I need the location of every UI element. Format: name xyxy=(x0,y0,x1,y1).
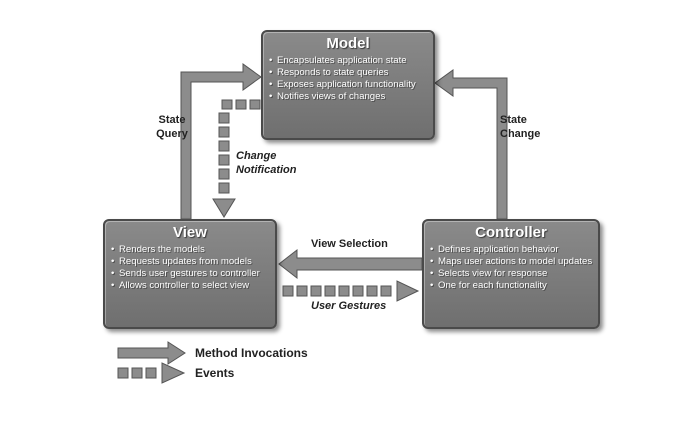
change-notification-arrow xyxy=(212,99,261,218)
user-gestures-label: User Gestures xyxy=(311,300,387,312)
controller-title: Controller xyxy=(475,224,547,241)
view-box: View Renders the models Requests updates… xyxy=(103,219,277,329)
model-items: Encapsulates application state Responds … xyxy=(263,55,433,103)
controller-item: Selects view for response xyxy=(430,268,594,280)
view-item: Requests updates from models xyxy=(111,256,271,268)
view-selection-label: View Selection xyxy=(311,238,388,250)
user-gestures-arrow xyxy=(282,280,420,302)
model-item: Encapsulates application state xyxy=(269,55,429,67)
controller-box: Controller Defines application behavior … xyxy=(422,219,600,329)
controller-item: Defines application behavior xyxy=(430,244,594,256)
model-item: Exposes application functionality xyxy=(269,79,429,91)
legend-solid-arrow xyxy=(117,341,186,365)
model-title: Model xyxy=(326,35,370,52)
change-notification-label: Change Notification xyxy=(236,150,297,176)
view-item: Renders the models xyxy=(111,244,271,256)
view-selection-arrow xyxy=(278,248,423,280)
model-item: Responds to state queries xyxy=(269,67,429,79)
state-query-label: State Query xyxy=(156,114,188,140)
view-item: Sends user gestures to controller xyxy=(111,268,271,280)
legend-events-label: Events xyxy=(195,366,235,380)
view-item: Allows controller to select view xyxy=(111,280,271,292)
view-title: View xyxy=(173,224,207,241)
controller-item: One for each functionality xyxy=(430,280,594,292)
legend-dashed-arrow xyxy=(117,362,186,384)
controller-items: Defines application behavior Maps user a… xyxy=(424,244,598,292)
view-items: Renders the models Requests updates from… xyxy=(105,244,275,292)
model-item: Notifies views of changes xyxy=(269,91,429,103)
legend-method-invocations-label: Method Invocations xyxy=(195,346,308,360)
model-box: Model Encapsulates application state Res… xyxy=(261,30,435,140)
state-change-arrow xyxy=(434,69,508,220)
state-change-label: State Change xyxy=(500,114,541,140)
controller-item: Maps user actions to model updates xyxy=(430,256,594,268)
state-query-arrow xyxy=(180,63,262,220)
